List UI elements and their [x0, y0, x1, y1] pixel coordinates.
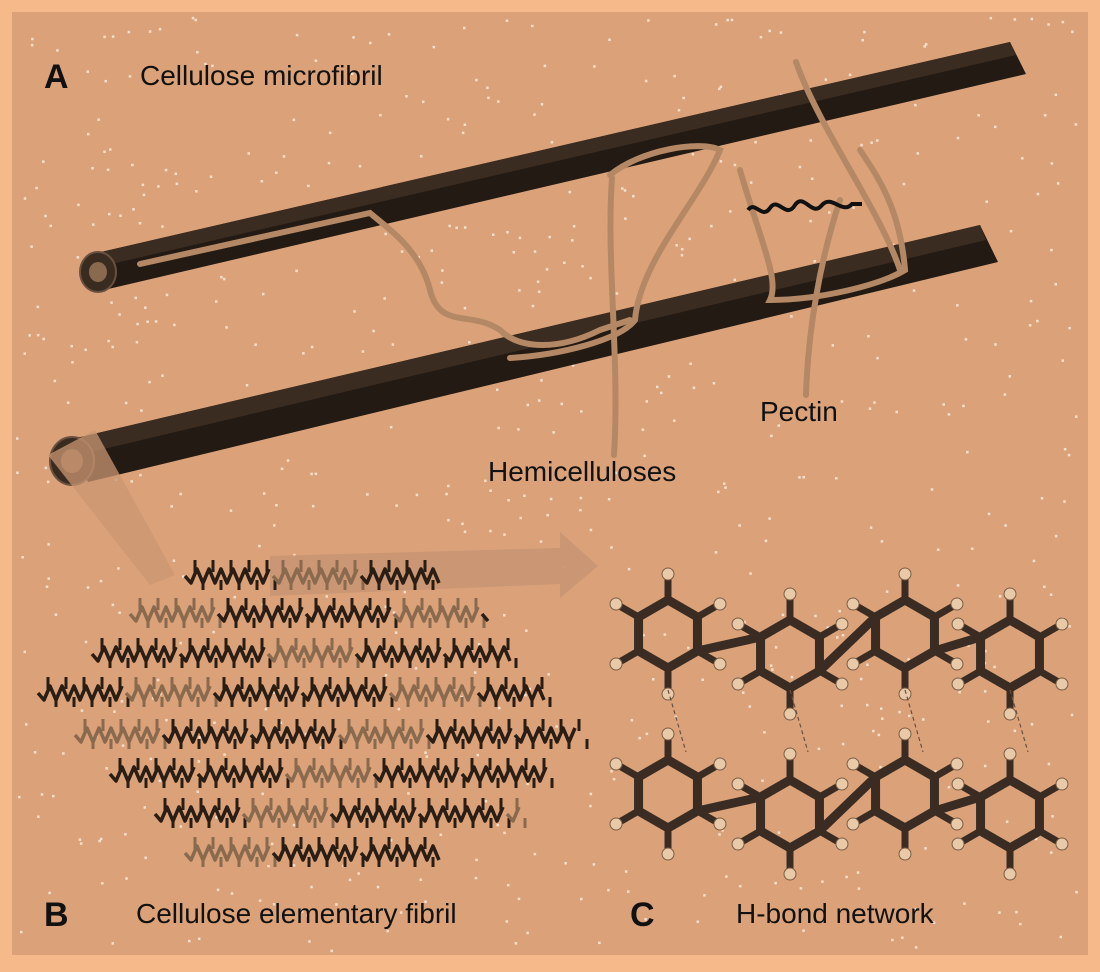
elementary-fibril-chains [36, 560, 589, 867]
panel-a-letter: A [44, 58, 69, 96]
upper-microfibril-rod [79, 42, 1026, 293]
pectin-lower-leader [803, 197, 843, 398]
zoom-connector [48, 430, 175, 585]
pectin-wavy-chain [746, 199, 862, 214]
pectin-strand-loop [737, 147, 909, 304]
pectin-label: Pectin [760, 396, 838, 427]
hemicelluloses-label: Hemicelluloses [488, 456, 677, 487]
hemicellulose-strand-long [137, 209, 633, 348]
panel-c-letter: C [630, 896, 655, 934]
hemicellulose-leader-line [607, 175, 619, 458]
hemicellulose-strand-loop [507, 143, 724, 361]
panel-a-title: Cellulose microfibril [140, 60, 383, 91]
panel-c-title: H-bond network [736, 898, 934, 929]
pectin-leader-line [793, 59, 903, 273]
hbond-network-molecules [609, 567, 1069, 881]
panel-b-title: Cellulose elementary fibril [136, 898, 457, 929]
panel-b-letter: B [44, 896, 69, 934]
